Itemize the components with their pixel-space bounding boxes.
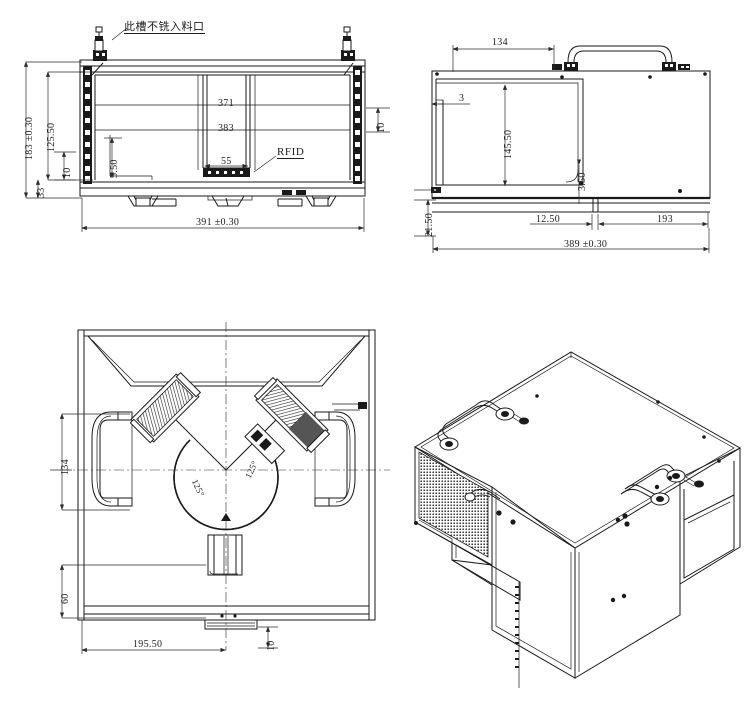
side-dim-inner-depth: 145.50 (503, 129, 514, 159)
plan-dim-lower-band: 60 (60, 593, 71, 604)
plan-view-geometry (60, 322, 390, 650)
plan-module-right-tail (244, 423, 286, 465)
front-dim-right-edge: 10 (376, 122, 387, 133)
plan-module-right (253, 376, 331, 454)
side-dim-foot-height: 21.50 (424, 213, 435, 237)
plan-bracket-left (91, 411, 133, 507)
plan-dim-center-offset: 195.50 (133, 639, 163, 650)
front-dim-step-left: 10 (62, 167, 73, 178)
front-rfid-tag-label: RFID (277, 146, 305, 159)
plan-center-box (207, 534, 243, 576)
front-view-dimensions (23, 61, 390, 232)
side-dim-right-segment: 193 (657, 214, 673, 225)
side-handle (552, 45, 690, 71)
front-bottom-feet (127, 190, 337, 207)
side-dim-offset: 12.50 (536, 214, 560, 225)
side-view-dimensions (414, 45, 710, 253)
plan-dim-tab-width: 10 (266, 640, 277, 651)
front-view-note-cjk: 此槽不铣入料口 (124, 20, 205, 34)
iso-handle-left (437, 400, 529, 451)
plan-dim-handle-span: 134 (60, 459, 71, 475)
front-dim-overall-width: 391 ±0.30 (196, 217, 240, 228)
side-view-geometry (431, 45, 711, 213)
side-dim-wall-thickness: 3 (459, 93, 465, 104)
front-dim-inner-height: 125.50 (46, 122, 57, 152)
front-top-latch-left (93, 26, 107, 61)
side-dim-top-left-width: 134 (492, 37, 508, 48)
side-dim-overall-depth: 389 ±0.30 (564, 239, 608, 250)
plan-bottom-tab (204, 619, 270, 630)
front-dim-slot-height: 5.50 (109, 159, 120, 178)
front-dim-overall-height: 183 ±0.30 (24, 116, 35, 160)
iso-view-geometry (414, 351, 741, 688)
front-dim-base-height: 33 (36, 187, 47, 198)
front-dim-mid-upper: 371 (218, 98, 234, 109)
iso-handle-right (620, 464, 704, 506)
front-dim-mid-lower: 383 (218, 123, 234, 134)
plan-module-left (129, 371, 202, 444)
side-dim-lip-height: 3.50 (577, 172, 588, 191)
front-dim-slot-width: 55 (221, 156, 232, 167)
front-top-latch-right (341, 26, 355, 61)
front-view-geometry (79, 26, 366, 207)
plan-view-dimensions (50, 413, 278, 654)
